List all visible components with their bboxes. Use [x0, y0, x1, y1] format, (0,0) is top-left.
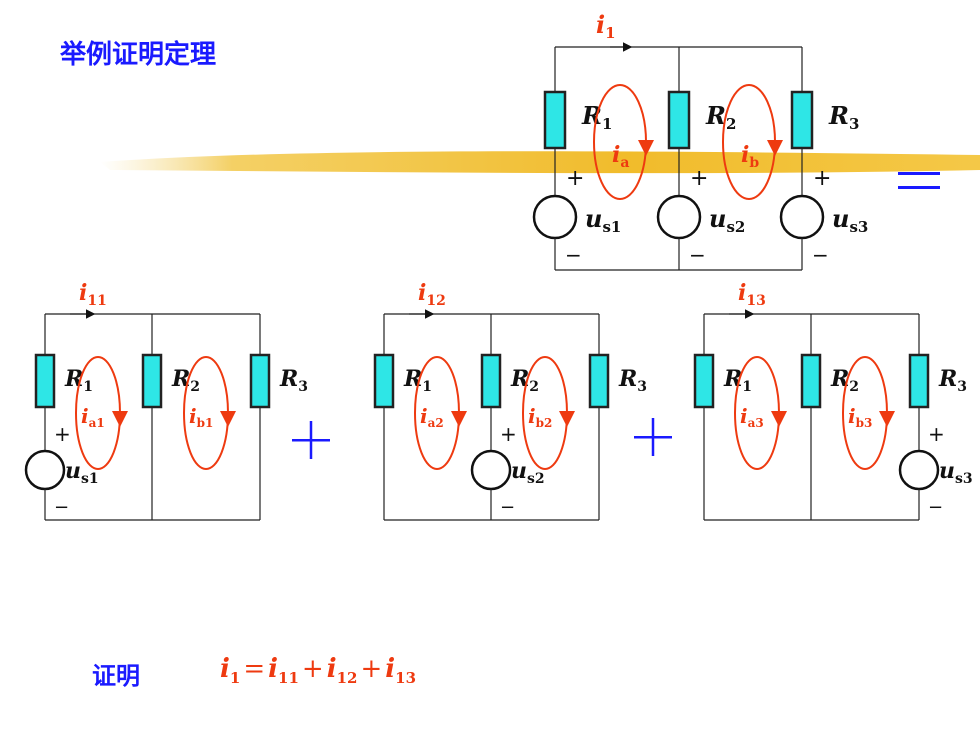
voltage-source-2 — [656, 194, 702, 240]
plus-sign-2 — [634, 418, 672, 456]
plus-terminal-3: + — [813, 166, 831, 191]
minus-terminal: − — [500, 497, 515, 518]
slide-title: 举例证明定理 — [60, 40, 217, 70]
mesh-label-a: ia3 — [740, 404, 764, 430]
voltage-source-1 — [532, 194, 578, 240]
resistor-label-r1: R1 — [581, 101, 612, 133]
source-label: us1 — [65, 458, 99, 487]
current-label: i11 — [79, 280, 107, 309]
resistor-label-r3: R3 — [279, 366, 308, 395]
resistor-r3 — [908, 353, 930, 409]
source-label-us1: us1 — [585, 204, 621, 236]
plus-terminal: + — [500, 422, 517, 446]
minus-terminal-2: − — [689, 243, 706, 267]
source-label-us2: us2 — [709, 204, 745, 236]
source-label: us3 — [939, 458, 973, 487]
mesh-label-b: ib — [741, 142, 759, 171]
superposition-equation: i1=i11+i12+i13 — [220, 654, 417, 688]
eq-lhs: i1 — [220, 654, 241, 688]
current-label-i1: i1 — [596, 10, 616, 42]
resistor-label-r3: R3 — [828, 101, 859, 133]
plus-terminal-2: + — [690, 166, 708, 191]
resistor-r2 — [800, 353, 822, 409]
resistor-label-r3: R3 — [618, 366, 647, 395]
resistor-r1 — [693, 353, 715, 409]
minus-terminal-1: − — [565, 243, 582, 267]
resistor-r3 — [249, 353, 271, 409]
plus-terminal: + — [54, 422, 71, 446]
resistor-r2 — [480, 353, 502, 409]
mesh-label-a: ia2 — [420, 404, 444, 430]
mesh-label-a: ia1 — [81, 404, 105, 430]
voltage-source — [24, 449, 66, 491]
source-label: us2 — [511, 458, 545, 487]
voltage-source-3 — [779, 194, 825, 240]
minus-terminal: − — [54, 497, 69, 518]
resistor-label-r2: R2 — [830, 366, 859, 395]
highlighter-stroke — [100, 151, 980, 174]
plus-sign-1 — [292, 421, 330, 459]
voltage-source — [898, 449, 940, 491]
resistor-r1 — [34, 353, 56, 409]
resistor-label-r2: R2 — [705, 101, 736, 133]
resistor-r2 — [141, 353, 163, 409]
plus-terminal: + — [928, 422, 945, 446]
equals-sign — [898, 172, 940, 189]
mesh-label-b: ib1 — [189, 404, 213, 430]
minus-terminal: − — [928, 497, 943, 518]
voltage-source — [470, 449, 512, 491]
resistor-label-r3: R3 — [938, 366, 967, 395]
resistor-r1 — [543, 90, 567, 150]
minus-terminal-3: − — [812, 243, 829, 267]
plus-terminal-1: + — [566, 166, 584, 191]
resistor-r3 — [790, 90, 814, 150]
current-label: i13 — [738, 280, 766, 309]
eq-term-2: i12 — [326, 654, 358, 688]
mesh-label-b: ib2 — [528, 404, 552, 430]
resistor-r3 — [588, 353, 610, 409]
current-label: i12 — [418, 280, 446, 309]
mesh-label-a: ia — [612, 142, 629, 171]
resistor-r2 — [667, 90, 691, 150]
eq-term-3: i13 — [385, 654, 417, 688]
source-label-us3: us3 — [832, 204, 868, 236]
resistor-r1 — [373, 353, 395, 409]
resistor-label-r2: R2 — [510, 366, 539, 395]
resistor-label-r2: R2 — [171, 366, 200, 395]
mesh-label-b: ib3 — [848, 404, 872, 430]
proof-label: 证明 — [92, 662, 140, 690]
eq-term-1: i11 — [268, 654, 299, 688]
